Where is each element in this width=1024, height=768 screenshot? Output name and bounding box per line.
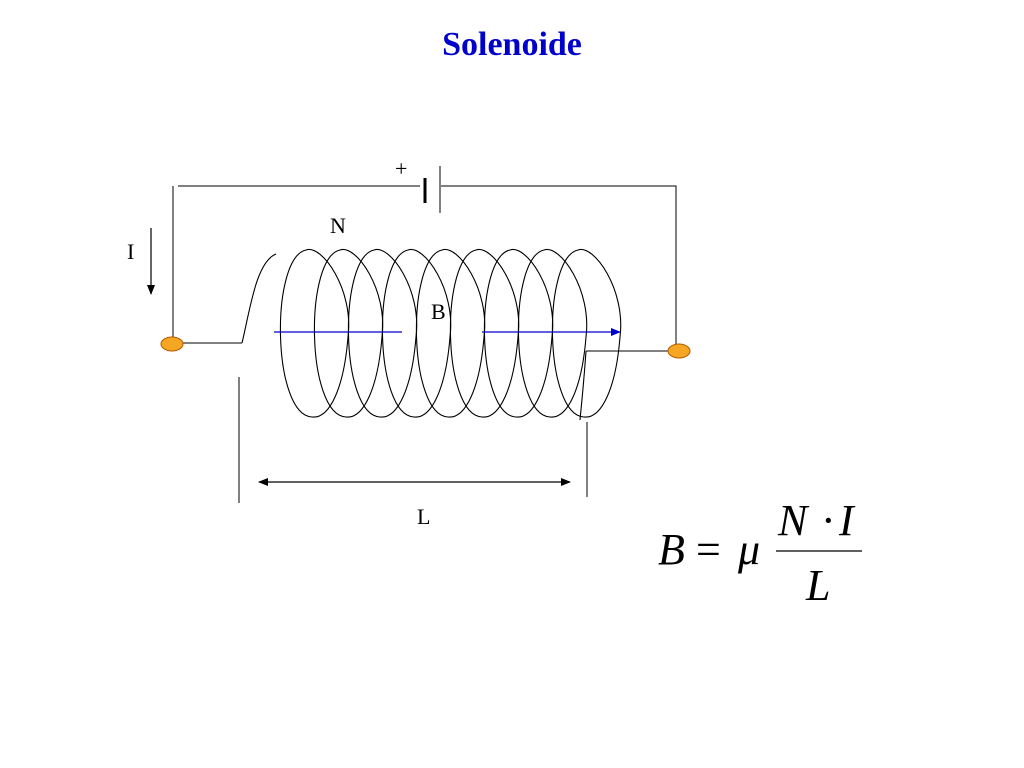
length-dimension: [238, 377, 588, 503]
coil-lead-in: [241, 253, 277, 344]
circuit-wires: [172, 185, 678, 352]
formula-numerator-dot: ·: [821, 496, 836, 545]
formula: B = μ N · I L: [658, 496, 862, 610]
battery-symbol: [423, 166, 441, 213]
coil: [241, 249, 622, 421]
formula-mu: μ: [737, 525, 760, 574]
coil-turn: [279, 249, 350, 418]
turns-label: N: [330, 213, 346, 238]
coil-turn: [517, 249, 588, 418]
formula-denominator: L: [805, 561, 830, 610]
formula-numerator-n: N: [777, 496, 810, 545]
right-wire: [441, 185, 677, 350]
coil-turn: [551, 249, 622, 418]
slide-title: Solenoide: [442, 26, 582, 63]
coil-turn: [347, 249, 418, 418]
formula-numerator-i: I: [838, 496, 856, 545]
length-label: L: [417, 504, 430, 529]
coil-turn: [381, 249, 452, 418]
right-terminal: [667, 343, 691, 359]
left-terminal: [160, 336, 184, 352]
formula-equals: =: [696, 525, 721, 574]
coil-turn: [483, 249, 554, 418]
coil-turn: [415, 249, 486, 418]
coil-turn: [313, 249, 384, 418]
coil-lead-out: [579, 350, 587, 421]
battery-plus-label: +: [395, 156, 407, 181]
field-label: B: [431, 299, 446, 324]
current-label: I: [127, 239, 134, 264]
coil-turn: [449, 249, 520, 418]
formula-lhs: B: [658, 525, 685, 574]
